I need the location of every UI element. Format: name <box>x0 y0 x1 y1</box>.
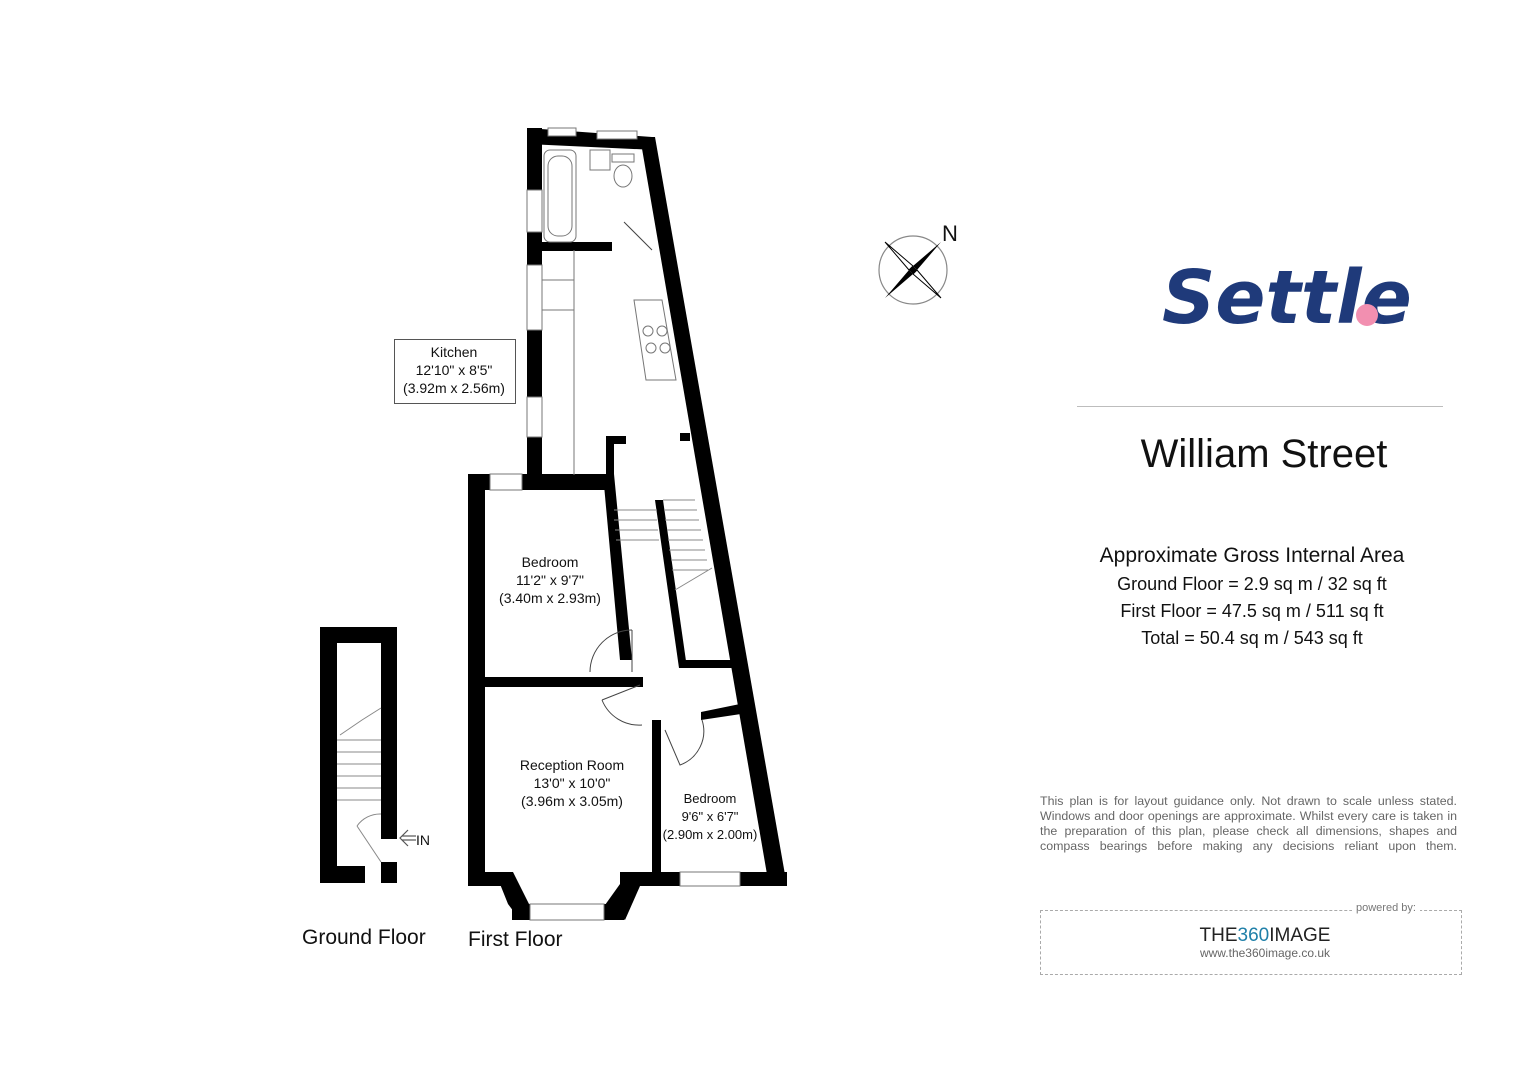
brand-number: 360 <box>1237 925 1270 946</box>
compass-icon <box>878 235 948 305</box>
disclaimer-text: This plan is for layout guidance only. N… <box>1040 794 1457 853</box>
settle-logo-dot <box>1356 304 1378 326</box>
bathroom-fittings <box>543 149 635 243</box>
kitchen-fittings <box>541 250 677 475</box>
property-title: William Street <box>1140 432 1388 476</box>
powered-by-label: powered by: <box>1352 902 1420 914</box>
bedroom2-name: Bedroom <box>683 791 737 806</box>
bedroom2-imperial: 9'6" x 6'7" <box>681 809 739 824</box>
compass-north-label: N <box>942 221 958 246</box>
area-total: Total = 50.4 sq m / 543 sq ft <box>1141 628 1363 648</box>
ground-floor-label: Ground Floor <box>302 926 426 949</box>
first-floor-walls <box>468 128 787 920</box>
ground-floor-stairs <box>337 707 382 863</box>
reception-name: Reception Room <box>519 757 625 773</box>
first-floor-stairs <box>614 499 713 591</box>
kitchen-metric: (3.92m x 2.56m) <box>403 380 505 396</box>
kitchen-label: Kitchen 12'10" x 8'5" (3.92m x 2.56m) <box>394 343 514 397</box>
door-swings <box>589 221 705 766</box>
kitchen-name: Kitchen <box>430 344 478 360</box>
first-floor-label: First Floor <box>468 928 563 951</box>
bedroom2-label: Bedroom 9'6" x 6'7" (2.90m x 2.00m) <box>652 790 768 844</box>
area-first: First Floor = 47.5 sq m / 511 sq ft <box>1120 601 1384 621</box>
bedroom2-metric: (2.90m x 2.00m) <box>662 827 758 842</box>
bedroom1-name: Bedroom <box>521 554 579 570</box>
reception-imperial: 13'0" x 10'0" <box>533 775 611 791</box>
brand-url: www.the360image.co.uk <box>1199 946 1331 960</box>
bedroom1-imperial: 11'2" x 9'7" <box>516 572 584 588</box>
area-ground: Ground Floor = 2.9 sq m / 32 sq ft <box>1117 574 1387 594</box>
windows <box>489 127 741 921</box>
kitchen-imperial: 12'10" x 8'5" <box>415 362 493 378</box>
brand-prefix: THE <box>1199 925 1238 946</box>
powered-by-box <box>1040 910 1462 975</box>
entrance-arrow-icon <box>399 829 416 847</box>
bedroom1-metric: (3.40m x 2.93m) <box>499 590 601 606</box>
entrance-label: IN <box>416 832 430 848</box>
brand-suffix: IMAGE <box>1269 925 1331 946</box>
ground-floor-walls <box>320 627 397 883</box>
the360image-brand: THE360IMAGE <box>1040 925 1490 947</box>
settle-logo: Settle <box>1162 255 1412 341</box>
area-heading: Approximate Gross Internal Area <box>1099 544 1405 567</box>
reception-metric: (3.96m x 3.05m) <box>521 793 623 809</box>
header-divider <box>1077 406 1443 407</box>
reception-label: Reception Room 13'0" x 10'0" (3.96m x 3.… <box>497 756 647 810</box>
bedroom1-label: Bedroom 11'2" x 9'7" (3.40m x 2.93m) <box>485 553 615 607</box>
kitchen-label-box <box>394 339 516 404</box>
